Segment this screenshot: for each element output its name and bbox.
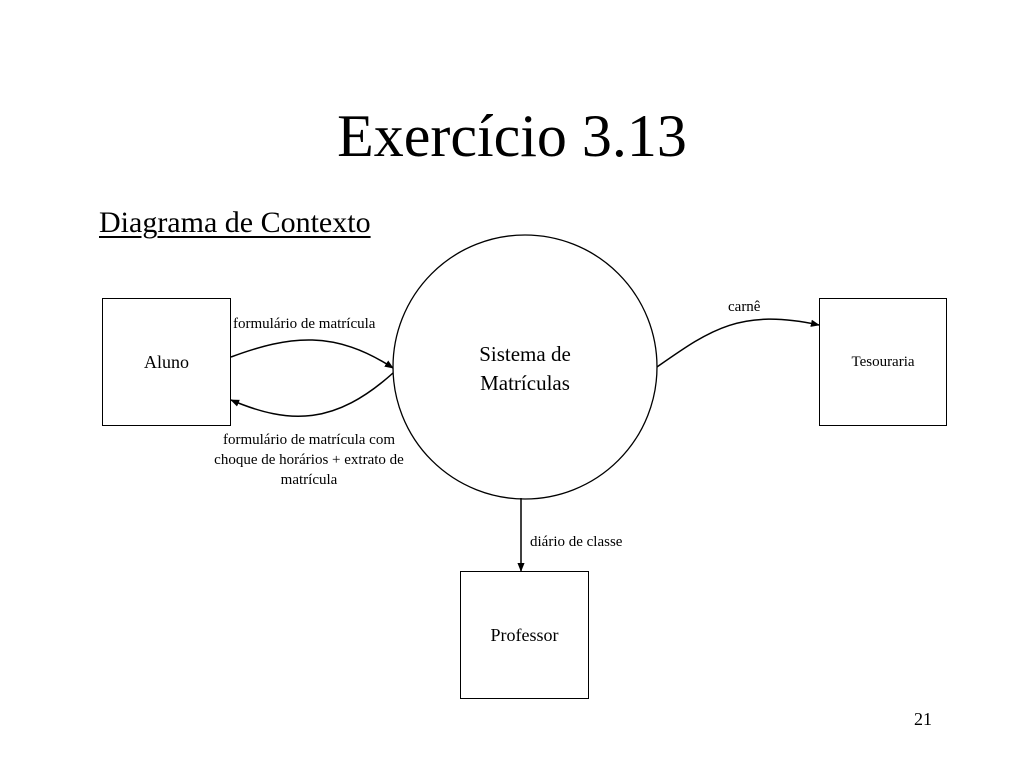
process-label: Sistema de Matrículas <box>425 340 625 398</box>
flow-label-sistema-to-professor: diário de classe <box>530 534 623 550</box>
entity-professor: Professor <box>460 571 589 699</box>
flow-label-sistema-to-tesouraria: carnê <box>728 299 761 315</box>
entity-aluno: Aluno <box>102 298 231 426</box>
process-label-line1: Sistema de <box>479 342 571 366</box>
flow-aluno-to-sistema <box>230 339 394 369</box>
slide-title: Exercício 3.13 <box>337 103 687 169</box>
process-label-line2: Matrículas <box>480 371 570 395</box>
flow-sistema-to-aluno <box>230 372 394 417</box>
flow-sistema-to-tesouraria <box>656 318 820 368</box>
diagram-subtitle: Diagrama de Contexto <box>99 206 371 239</box>
entity-aluno-label: Aluno <box>144 351 189 372</box>
entity-tesouraria: Tesouraria <box>819 298 947 426</box>
entity-professor-label: Professor <box>490 624 559 645</box>
flow-label-sistema-to-aluno: formulário de matrícula com choque de ho… <box>214 432 404 488</box>
flow-label-aluno-to-sistema: formulário de matrícula <box>233 316 376 332</box>
entity-tesouraria-label: Tesouraria <box>851 353 915 370</box>
page-number: 21 <box>914 709 932 729</box>
